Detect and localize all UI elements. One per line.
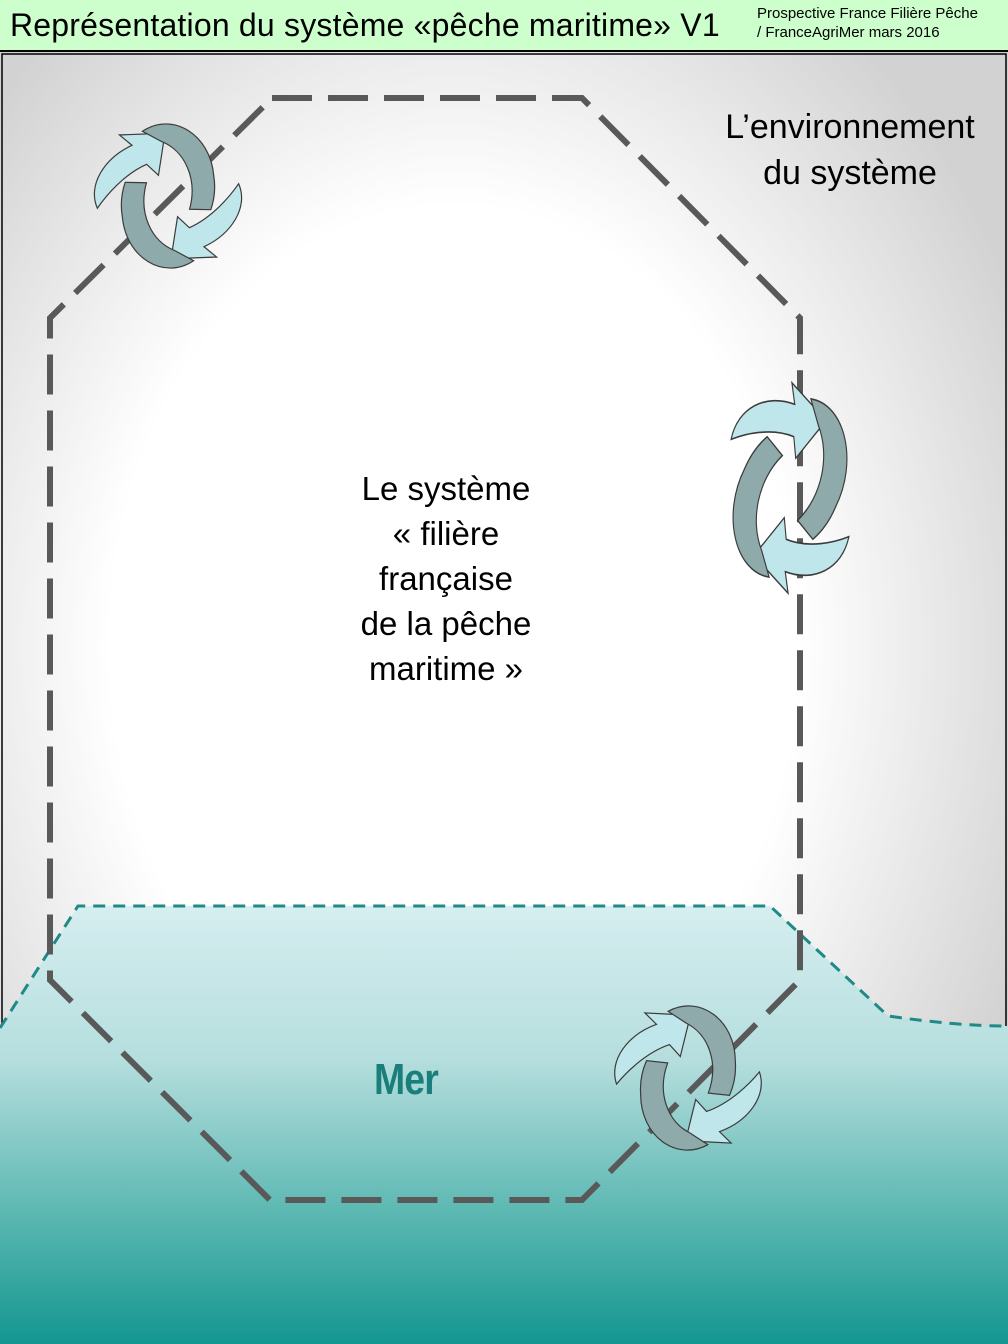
header-bar: Représentation du système «pêche maritim…: [0, 0, 1008, 52]
system-label-line-4: de la pêche: [360, 605, 532, 642]
source-note: Prospective France Filière Pêche / Franc…: [757, 4, 1002, 42]
system-label-line-1: Le système: [361, 470, 531, 507]
sea-boundary: [0, 904, 1008, 1029]
system-label-line-5: maritime »: [368, 650, 524, 687]
page-title: Représentation du système «pêche maritim…: [10, 7, 720, 43]
system-boundary: [47, 95, 803, 1203]
system-label: Le système « filière française de la pêc…: [296, 466, 596, 691]
sea-area: [0, 906, 1008, 1344]
environment-label-line-1: L’environnement: [725, 108, 975, 146]
source-line-2: / FranceAgriMer mars 2016: [757, 24, 940, 41]
source-line-1: Prospective France Filière Pêche: [757, 5, 978, 22]
environment-label: L’environnement du système: [690, 104, 1008, 196]
system-label-line-2: « filière: [392, 515, 500, 552]
sea-label: Mer: [374, 1055, 439, 1104]
environment-label-line-2: du système: [763, 154, 937, 192]
system-label-line-3: française: [379, 560, 513, 597]
